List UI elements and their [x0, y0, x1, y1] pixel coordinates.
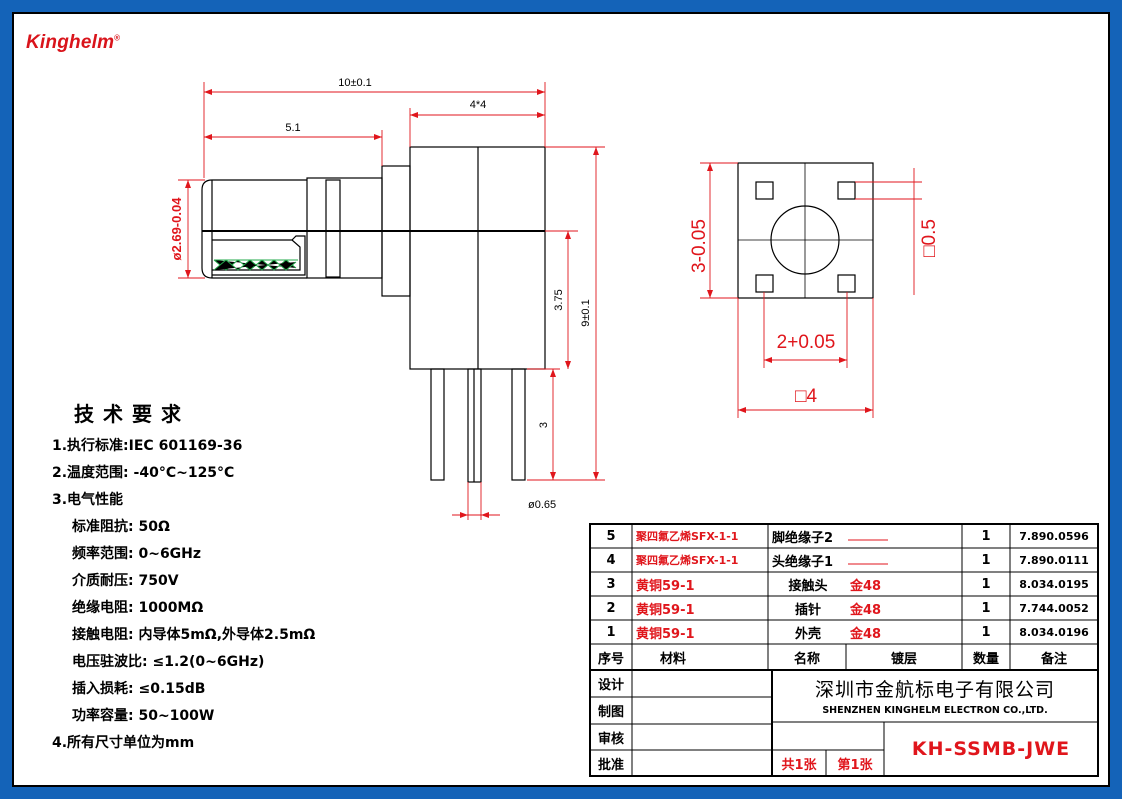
bom-no: 2: [606, 600, 616, 616]
bom-header-qty: 数量: [972, 651, 999, 667]
dim-pin-length: 3: [538, 422, 550, 428]
tech-item: 接触电阻: 内导体5mΩ,外导体2.5mΩ: [72, 627, 316, 643]
role-drafting: 制图: [597, 705, 624, 720]
tech-item: 标准阻抗: 50Ω: [72, 519, 170, 535]
dim-top-center: □0.5: [919, 219, 940, 257]
bom-no: 3: [606, 576, 616, 592]
bom-plating: 金48: [850, 626, 882, 642]
dim-top-square: □4: [795, 386, 817, 407]
bom-no: 1: [606, 624, 616, 640]
sheets-total: 共1张: [781, 757, 817, 773]
bom-name: 脚绝缘子2: [772, 530, 834, 546]
bom-name: 插针: [794, 602, 821, 618]
bom-no: 5: [606, 528, 616, 544]
bom-header-note: 备注: [1040, 651, 1067, 667]
bom-header-plating: 镀层: [890, 651, 917, 667]
bom-no: 4: [606, 552, 616, 568]
model-number: KH-SSMB-JWE: [911, 738, 1071, 760]
sheet-number: 第1张: [837, 757, 873, 773]
tech-item: 2.温度范围: -40°C~125°C: [52, 465, 235, 481]
tech-item: 3.电气性能: [52, 492, 124, 508]
tech-item: 频率范围: 0~6GHz: [72, 546, 202, 562]
tech-title: 技术要求: [74, 402, 190, 426]
bom-header-material: 材料: [659, 651, 686, 667]
tech-item: 电压驻波比: ≤1.2(0~6GHz): [72, 654, 265, 670]
bom-note: 8.034.0196: [1019, 625, 1089, 639]
bom-header-name: 名称: [793, 651, 820, 667]
bom-plating: 金48: [850, 602, 882, 618]
dim-top-hole: 3-0.05: [689, 219, 710, 273]
role-design: 设计: [597, 678, 624, 693]
role-review: 审核: [597, 731, 624, 747]
dim-height-axis: 3.75: [553, 289, 565, 310]
bom-name: 头绝缘子1: [772, 554, 834, 570]
tech-item: 1.执行标准:IEC 601169-36: [52, 438, 243, 454]
dim-plug-diameter: ø2.69-0.04: [169, 197, 184, 261]
company-name-cn: 深圳市金航标电子有限公司: [814, 678, 1055, 701]
bom-qty: 1: [981, 624, 991, 640]
top-view-square: [737, 162, 874, 299]
drawing-sheet: [12, 12, 1110, 787]
bom-material: 聚四氟乙烯SFX-1-1: [636, 554, 739, 567]
dim-total-height: 9±0.1: [580, 299, 592, 326]
dimension-arrows: [185, 89, 873, 518]
bom-material: 黄铜59-1: [636, 602, 695, 618]
dim-top-spacing: 2+0.05: [777, 332, 836, 353]
bom-plating: 金48: [850, 578, 882, 594]
tech-item: 介质耐压: 750V: [72, 573, 179, 589]
bom-name: 外壳: [794, 626, 821, 642]
tech-item: 功率容量: 50~100W: [72, 708, 215, 724]
dim-pin-diameter: ø0.65: [528, 499, 556, 511]
bom-note: 8.034.0195: [1019, 577, 1089, 591]
bom-header-no: 序号: [597, 651, 624, 667]
bom-note: 7.744.0052: [1019, 601, 1089, 615]
dim-body-width: 4*4: [470, 99, 487, 111]
tech-item: 4.所有尺寸单位为mm: [52, 735, 195, 751]
bom-material: 黄铜59-1: [636, 578, 695, 594]
bom-qty: 1: [981, 600, 991, 616]
tech-item: 绝缘电阻: 1000MΩ: [72, 600, 204, 616]
dim-plug-length: 5.1: [285, 122, 300, 134]
bom-material: 黄铜59-1: [636, 626, 695, 642]
bom-name: 接触头: [788, 578, 828, 594]
insulator-hatch: [213, 259, 298, 271]
bom-note: 7.890.0111: [1019, 553, 1089, 567]
dimension-lines: [178, 82, 922, 520]
bom-material: 聚四氟乙烯SFX-1-1: [636, 530, 739, 543]
company-name-en: SHENZHEN KINGHELM ELECTRON CO.,LTD.: [822, 704, 1048, 716]
bom-qty: 1: [981, 528, 991, 544]
bom-note: 7.890.0596: [1019, 529, 1089, 543]
tech-item: 插入损耗: ≤0.15dB: [72, 681, 206, 697]
role-approval: 批准: [597, 757, 624, 773]
kinghelm-logo: Kinghelm®: [26, 32, 121, 53]
dim-overall-length: 10±0.1: [338, 77, 372, 89]
bom-qty: 1: [981, 552, 991, 568]
bom-qty: 1: [981, 576, 991, 592]
technical-requirements: 技术要求 1.执行标准:IEC 601169-36 2.温度范围: -40°C~…: [52, 398, 412, 757]
